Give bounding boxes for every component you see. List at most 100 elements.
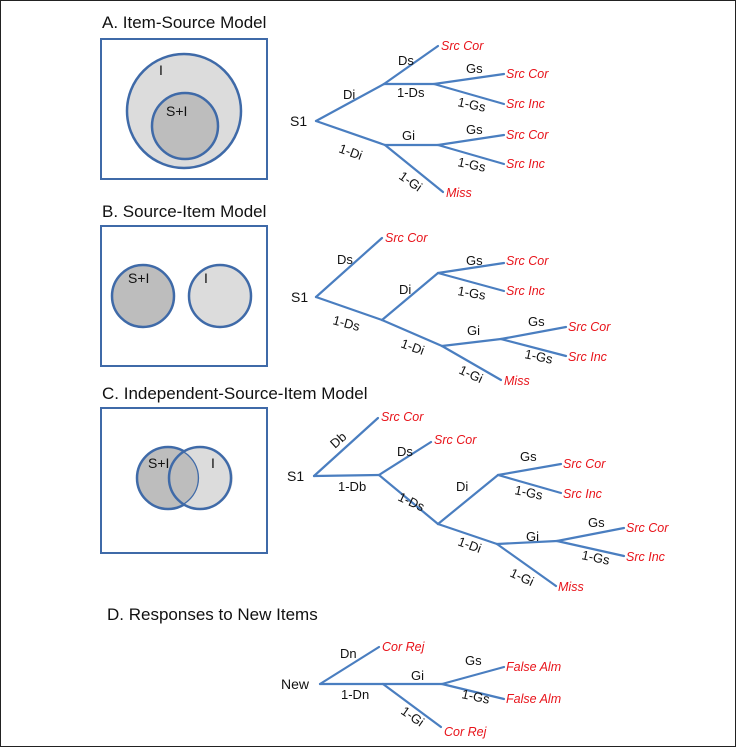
- branch-line: [380, 271, 440, 322]
- outcome-label: Src Cor: [506, 67, 549, 81]
- outcome-label: Src Inc: [506, 157, 546, 171]
- branch-line: [499, 337, 568, 358]
- branch-line: [440, 337, 503, 348]
- branch-label: Gi: [411, 668, 424, 683]
- branch-label: Ds: [397, 444, 413, 459]
- outcome-label: Miss: [446, 186, 472, 200]
- branch-line: [499, 325, 568, 341]
- source-item-circle: [150, 91, 220, 161]
- branch-line: [496, 473, 563, 495]
- branch-label: 1-Gs: [523, 346, 554, 367]
- outcome-label: Cor Rej: [382, 640, 426, 654]
- branch-line: [312, 473, 381, 478]
- branch-line: [382, 44, 440, 86]
- branch-line: [495, 539, 559, 546]
- branch-line: [440, 344, 503, 382]
- branch-label: Gs: [466, 61, 483, 76]
- item-only-region: [185, 447, 233, 509]
- branch-label: Di: [343, 87, 355, 102]
- branch-label: Gi: [467, 323, 480, 338]
- item-circle: [187, 263, 253, 329]
- branch-label: 1-Gi: [396, 168, 425, 194]
- item-circle: [167, 445, 233, 511]
- venn-label-si: S+I: [166, 103, 187, 119]
- branch-line: [436, 271, 506, 293]
- venn-label-si: S+I: [148, 455, 169, 471]
- branch-line: [440, 665, 506, 686]
- branch-line: [555, 539, 626, 558]
- outcome-label: Miss: [558, 580, 584, 594]
- outcome-label: Src Cor: [568, 320, 611, 334]
- outcome-label: Src Cor: [385, 231, 428, 245]
- branch-line: [555, 526, 626, 543]
- venn-label-si: S+I: [128, 270, 149, 286]
- branch-line: [440, 682, 506, 701]
- branch-line: [436, 522, 499, 546]
- branch-line: [314, 295, 384, 322]
- section-b-title: B. Source-Item Model: [102, 202, 267, 221]
- section-a-tree: S1 Di 1-Di Ds 1-Ds Gs 1-Gs Gi Gs 1-Gs 1-…: [290, 39, 549, 200]
- section-c-venn: S+I I: [100, 407, 268, 554]
- branch-line: [381, 682, 443, 729]
- branch-label: 1-Di: [337, 141, 365, 163]
- branch-label: Gs: [528, 314, 545, 329]
- branch-line: [432, 72, 506, 86]
- branch-label: 1-Db: [338, 479, 366, 494]
- branch-label: 1-Gs: [456, 154, 487, 175]
- tree-root-label: New: [281, 676, 310, 692]
- outcome-label: Src Inc: [506, 284, 546, 298]
- venn-label-i: I: [204, 270, 208, 286]
- branch-line: [383, 143, 445, 194]
- branch-line: [495, 542, 558, 588]
- venn-label-i: I: [211, 455, 215, 471]
- section-a-title: A. Item-Source Model: [102, 13, 267, 32]
- branch-label: 1-Ds: [397, 85, 425, 100]
- branch-line: [312, 416, 380, 478]
- outcome-label: Src Cor: [434, 433, 477, 447]
- outcome-label: False Alm: [506, 692, 561, 706]
- branch-line: [436, 143, 506, 166]
- section-d-tree: New Dn 1-Dn Gi 1-Gi Gs 1-Gs Cor Rej Fals…: [281, 640, 561, 739]
- branch-line: [377, 440, 433, 477]
- outcome-label: Src Cor: [381, 410, 424, 424]
- section-b-venn: S+I I: [100, 225, 268, 367]
- outcome-label: Src Inc: [626, 550, 666, 564]
- venn-label-i: I: [159, 62, 163, 78]
- branch-label: 1-Gs: [460, 686, 491, 707]
- branch-label: 1-Gi: [398, 703, 427, 729]
- outcome-label: Src Cor: [506, 128, 549, 142]
- tree-root-label: S1: [287, 468, 304, 484]
- branch-line: [436, 473, 500, 526]
- branch-label: Gs: [465, 653, 482, 668]
- outcome-label: Src Inc: [506, 97, 546, 111]
- branch-label: 1-Dn: [341, 687, 369, 702]
- branch-label: Gs: [520, 449, 537, 464]
- outcome-label: False Alm: [506, 660, 561, 674]
- branch-label: Ds: [337, 252, 353, 267]
- outcome-label: Src Cor: [626, 521, 669, 535]
- branch-line: [314, 236, 384, 299]
- branch-label: Gi: [402, 128, 415, 143]
- section-b-tree: S1 Ds 1-Ds Di 1-Di Gs 1-Gs Gi 1-Gi Gs 1-…: [291, 231, 611, 388]
- branch-label: 1-Ds: [331, 312, 362, 334]
- section-d-title: D. Responses to New Items: [107, 605, 318, 624]
- branch-line: [436, 261, 506, 275]
- section-c-title: C. Independent-Source-Item Model: [102, 384, 368, 403]
- branch-label: 1-Gs: [456, 283, 487, 303]
- section-a-venn: I S+I: [100, 38, 268, 180]
- outcome-label: Src Cor: [506, 254, 549, 268]
- branch-label: Gi: [526, 529, 539, 544]
- branch-line: [314, 119, 387, 147]
- outcome-label: Src Cor: [441, 39, 484, 53]
- branch-label: 1-Gs: [513, 482, 544, 503]
- branch-line: [318, 645, 381, 686]
- branch-line: [436, 133, 506, 147]
- branch-label: 1-Gs: [580, 547, 611, 568]
- branch-label: Gs: [588, 515, 605, 530]
- branch-label: Di: [399, 282, 411, 297]
- branch-line: [314, 82, 386, 123]
- outcome-label: Src Inc: [568, 350, 608, 364]
- branch-label: 1-Gi: [457, 362, 486, 386]
- branch-label: Gs: [466, 122, 483, 137]
